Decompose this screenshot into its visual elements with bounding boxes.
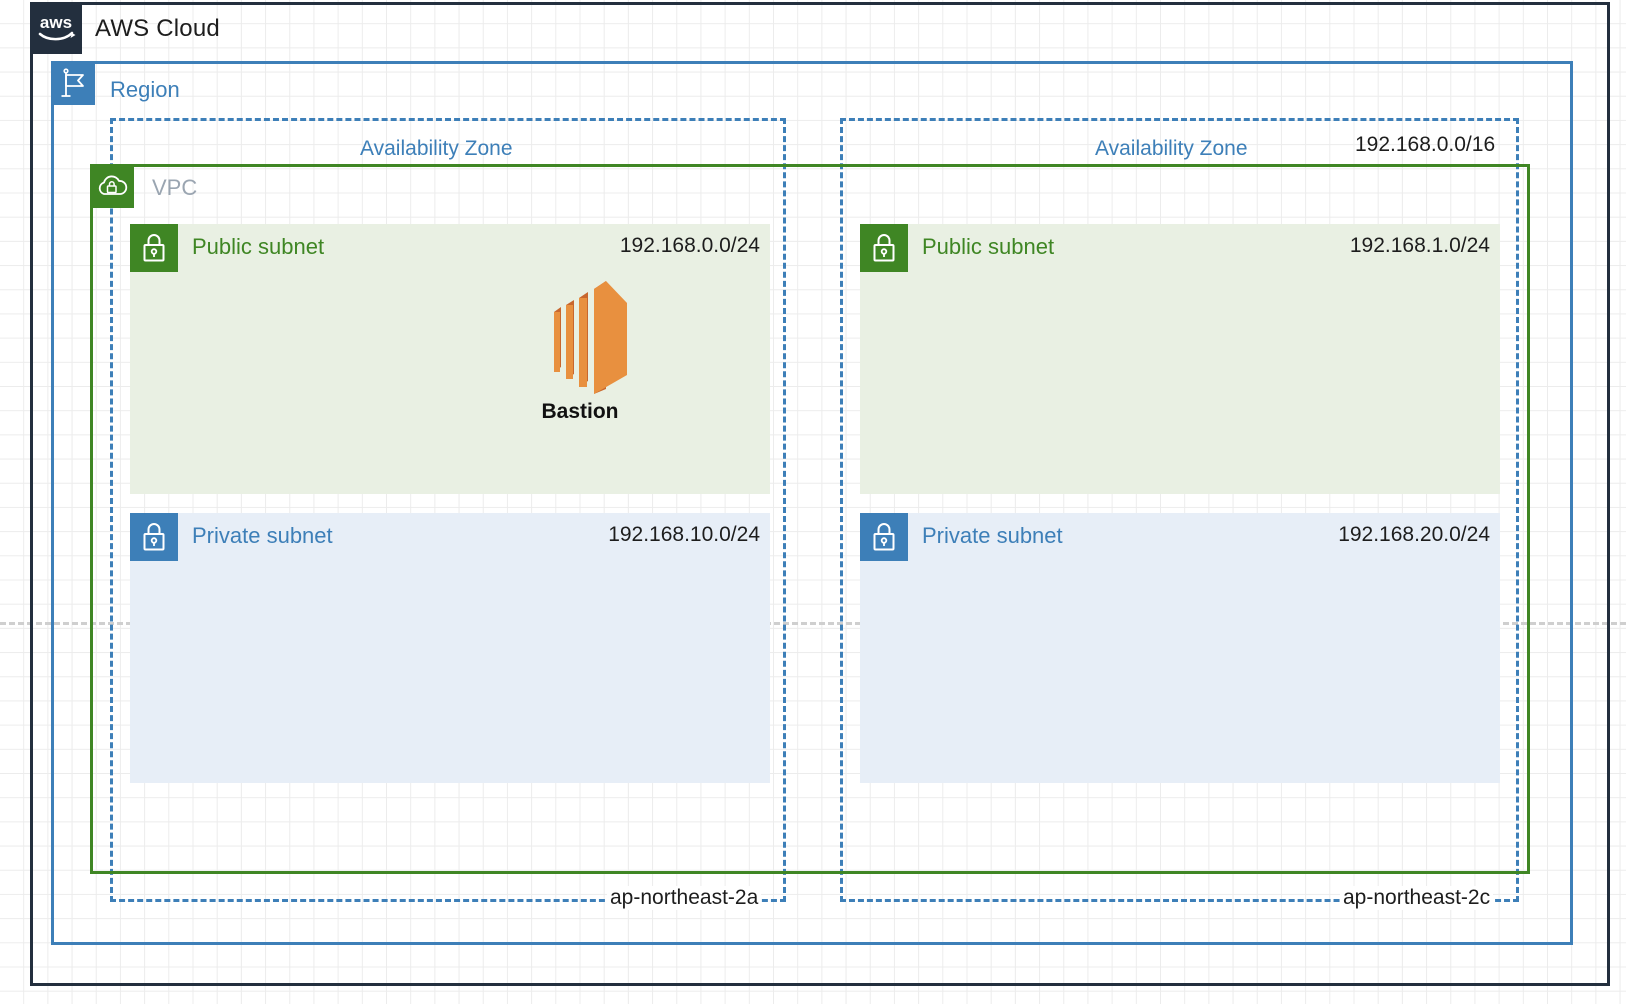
- private-subnet-az2: Private subnet 192.168.20.0/24: [860, 513, 1500, 783]
- availability-zone-2-group: [840, 118, 1519, 902]
- aws-cloud-group: [30, 2, 1610, 986]
- bastion-node-label: Bastion: [541, 400, 619, 423]
- private-subnet-az1-cidr: 192.168.10.0/24: [608, 523, 760, 546]
- region-label: Region: [110, 77, 180, 102]
- region-flag-icon: [51, 61, 95, 105]
- aws-logo-icon: aws: [30, 2, 82, 54]
- private-subnet-lock-icon: [860, 513, 908, 561]
- public-subnet-az2-label: Public subnet: [922, 234, 1055, 259]
- public-subnet-lock-icon: [130, 224, 178, 272]
- ec2-instance-icon: [554, 281, 627, 394]
- svg-text:aws: aws: [40, 13, 72, 32]
- vpc-group: [90, 164, 1530, 874]
- availability-zone-1-group: [110, 118, 786, 902]
- public-subnet-az1-cidr: 192.168.0.0/24: [619, 234, 760, 257]
- public-subnet-az1-label: Public subnet: [192, 234, 325, 259]
- vpc-cidr-label: 192.168.0.0/16: [1355, 133, 1496, 156]
- public-subnet-lock-icon: [860, 224, 908, 272]
- aws-cloud-label: AWS Cloud: [95, 15, 220, 42]
- canvas-guide-horizontal: [0, 622, 1626, 625]
- public-subnet-az1: Public subnet 192.168.0.0/24 Bastion: [130, 224, 770, 494]
- vpc-label: VPC: [152, 175, 198, 200]
- public-subnet-az2: Public subnet 192.168.1.0/24: [860, 224, 1500, 494]
- public-subnet-az2-cidr: 192.168.1.0/24: [1349, 234, 1490, 257]
- private-subnet-az2-label: Private subnet: [922, 523, 1063, 548]
- bastion-node[interactable]: Bastion: [520, 279, 640, 424]
- private-subnet-az1-label: Private subnet: [192, 523, 333, 548]
- private-subnet-az1: Private subnet 192.168.10.0/24: [130, 513, 770, 783]
- private-subnet-lock-icon: [130, 513, 178, 561]
- region-group: [51, 61, 1573, 945]
- availability-zone-1-label: Availability Zone: [360, 137, 513, 160]
- availability-zone-2-footer: ap-northeast-2c: [1340, 886, 1494, 910]
- availability-zone-1-footer: ap-northeast-2a: [607, 886, 762, 910]
- private-subnet-az2-cidr: 192.168.20.0/24: [1338, 523, 1490, 546]
- vpc-cloud-lock-icon: [90, 164, 134, 208]
- availability-zone-2-label: Availability Zone: [1095, 137, 1248, 160]
